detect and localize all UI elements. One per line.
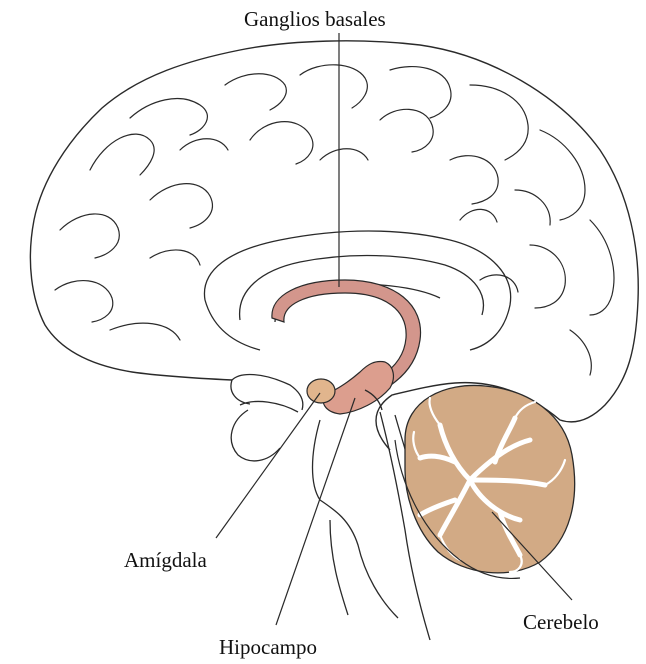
- cortical-sulci: [55, 65, 614, 375]
- label-hippocampus: Hipocampo: [219, 635, 317, 660]
- label-amygdala: Amígdala: [124, 548, 207, 573]
- leader-amygdala: [216, 393, 320, 538]
- label-basal-ganglia: Ganglios basales: [244, 7, 386, 32]
- amygdala-shape: [307, 379, 335, 403]
- cerebellum-shape: [395, 385, 575, 578]
- leader-hippocampus: [276, 398, 355, 625]
- brainstem-outline: [231, 375, 430, 640]
- basal-ganglia-shape: [272, 280, 421, 400]
- label-cerebellum: Cerebelo: [523, 610, 599, 635]
